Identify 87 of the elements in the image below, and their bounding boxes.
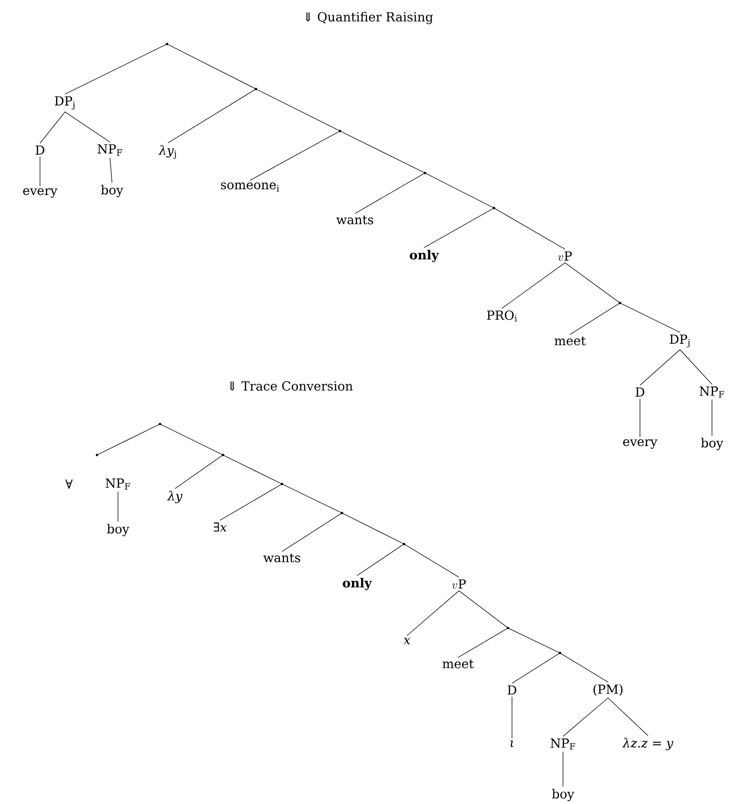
branch-point [254, 88, 258, 90]
tree-label: NP$_{F}$ [98, 144, 122, 156]
tree-branch [562, 751, 564, 787]
tree-branch [354, 172, 426, 214]
tree-label: every [623, 439, 658, 449]
tree-branch [282, 484, 342, 514]
branch-point [492, 206, 496, 210]
branch-point [158, 422, 162, 426]
tree-label: D [636, 387, 644, 397]
tree-branch [560, 652, 608, 682]
tree-branch [96, 424, 160, 456]
tree-label: boy [107, 524, 130, 536]
tree-branch [640, 349, 680, 386]
tree-branch [340, 130, 426, 174]
tree-branch [256, 88, 340, 132]
tree-branch [342, 512, 404, 544]
tree-branch [250, 130, 340, 181]
branch-point [166, 42, 168, 46]
tree-label: $v\mathrm{P}$ [452, 579, 466, 589]
tree-branch [160, 424, 224, 456]
branch-point [424, 172, 426, 174]
tree-label: (PM) [594, 684, 622, 696]
branch-point [96, 454, 98, 456]
tree-label: NP$_{F}$ [106, 478, 130, 490]
tree-branch [458, 590, 508, 628]
tree-label: λz.z = y [622, 738, 674, 750]
tree-label: $v\mathrm{P}$ [558, 251, 572, 261]
tree-label: boy [101, 184, 124, 198]
tree-label: boy [552, 788, 574, 802]
tree-branch [508, 628, 560, 654]
branch-point [506, 626, 510, 630]
tree-branch [168, 88, 256, 144]
branch-point [558, 652, 562, 654]
tree-branch [64, 112, 110, 142]
branch-point [280, 482, 284, 486]
branch-point [340, 512, 344, 514]
tree-branch [608, 698, 648, 736]
tree-label: every [23, 188, 58, 198]
branch-point [222, 454, 224, 456]
tree-branch [680, 349, 712, 385]
tree-label: x [404, 638, 410, 644]
tree-branch [40, 112, 66, 144]
step-heading: ⇓ Quantifier Raising [305, 12, 433, 24]
step-heading: ⇓ Trace Conversion [230, 381, 353, 391]
branch-point [338, 130, 342, 132]
tree-branch [404, 544, 460, 578]
tree-label: wants [336, 216, 374, 224]
tree-branch [620, 302, 680, 333]
tree-branch [494, 208, 566, 250]
tree-label: D [36, 145, 44, 155]
tree-label: ∀ [65, 479, 73, 489]
tree-label: λy$_{j}$ [158, 145, 176, 159]
tree-branch [220, 484, 282, 521]
tree-branch [282, 512, 342, 552]
tree-branch [502, 262, 566, 309]
tree-label: DP$_{j}$ [54, 96, 74, 110]
tree-branch [222, 454, 282, 484]
tree-label: wants [263, 554, 300, 562]
tree-label: only [342, 578, 372, 590]
tree-branch [424, 208, 494, 248]
tree-branch [356, 544, 404, 576]
tree-label: boy [701, 438, 724, 450]
tree-label: ∃x [214, 522, 227, 532]
tree-label: NP$_{F}$ [550, 738, 576, 750]
tree-branch [458, 628, 508, 658]
tree-branch [512, 652, 560, 684]
tree-label: meet [442, 660, 474, 668]
branch-point [618, 302, 622, 304]
tree-label: NP$_{F}$ [700, 386, 724, 398]
tree-label: meet [554, 336, 586, 346]
tree-branch [570, 302, 620, 335]
tree-label: ι [510, 740, 514, 748]
tree-label: D [508, 685, 516, 695]
tree-branch [564, 262, 620, 304]
tree-branch [174, 454, 224, 489]
tree-branch [406, 590, 460, 636]
tree-label: DP$_{j}$ [670, 334, 690, 348]
tree-branch [424, 172, 494, 208]
tree-branch [166, 44, 256, 90]
tree-branch [64, 44, 168, 94]
tree-branch [562, 698, 608, 737]
branch-point [402, 542, 406, 546]
tree-label: λy [167, 490, 183, 504]
tree-label: PRO$_{i}$ [487, 310, 517, 322]
tree-label: someone$_{i}$ [220, 182, 280, 192]
tree-label: only [410, 250, 439, 262]
tree-branch [110, 158, 112, 183]
